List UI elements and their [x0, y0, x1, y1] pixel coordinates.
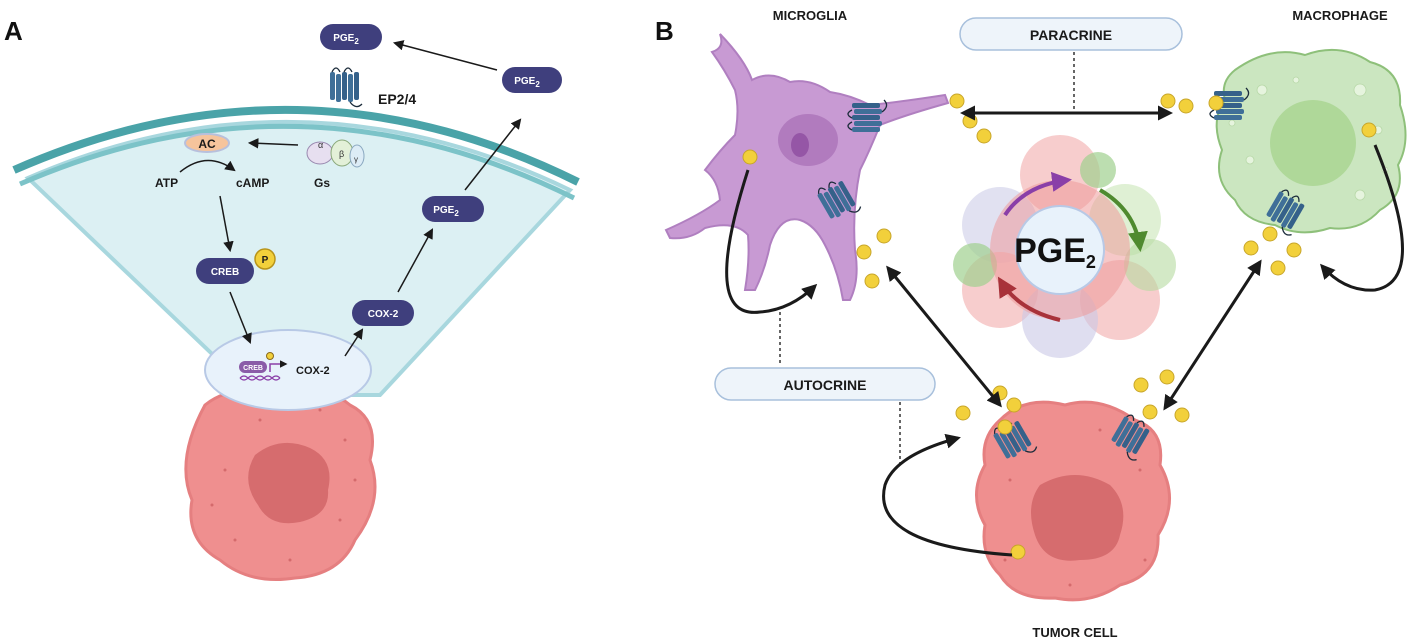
pge2-right-label: PGE2 [514, 76, 540, 89]
tumor-nucleus-b [1031, 475, 1124, 561]
camp-label: cAMP [236, 176, 269, 190]
panel-a-letter: A [4, 16, 23, 46]
g-gamma-label: γ [354, 155, 358, 164]
pge2-pill-top [320, 24, 382, 50]
g-beta-label: β [339, 149, 344, 159]
nucleus [204, 329, 372, 411]
gs-to-ac-arrow [247, 138, 299, 149]
ep2-4-receptor-icon [329, 67, 363, 108]
macrophage-vesicles [1228, 76, 1389, 201]
gs-label: Gs [314, 176, 330, 190]
cycle-arrow-red [997, 276, 1061, 322]
cox2-pill [352, 300, 414, 326]
paracrine-arrow-macrophage-tumor [1163, 259, 1262, 411]
cell-membrane-inner [19, 123, 576, 201]
gene-to-cox2-arrow [344, 328, 364, 357]
nucleus-creb-label: CREB [243, 365, 263, 372]
microglia-cell [664, 33, 950, 301]
autocrine-loop-microglia [725, 169, 818, 314]
pge2-center-circle [1015, 205, 1105, 295]
nucleus-phospho-dot [266, 352, 274, 360]
g-alpha-label: α [318, 140, 323, 150]
creb-pill [196, 258, 254, 284]
pge2-center-label: PGE2 [1014, 232, 1096, 272]
pge2-pill-right [502, 67, 562, 93]
creb-to-nucleus-arrow [229, 291, 252, 344]
phospho-label: P [262, 255, 269, 266]
pge2-mid-label: PGE2 [433, 205, 459, 218]
g-protein-icon [306, 139, 365, 168]
microglia-nucleolus [791, 133, 809, 157]
pge2-export-arrow [464, 118, 522, 191]
ac-label: AC [198, 137, 216, 151]
transcription-arrow [269, 360, 288, 372]
pge2-pill-mid [422, 196, 484, 222]
cox2-to-pge2-arrow [397, 228, 434, 293]
autocrine-label: AUTOCRINE [784, 377, 867, 393]
macrophage-title: MACROPHAGE [1292, 8, 1388, 23]
atp-label: ATP [155, 176, 178, 190]
nucleus-cox2-label: COX-2 [296, 365, 330, 377]
paracrine-arrow-microglia-tumor [886, 265, 1002, 408]
tumor-nucleus-a [248, 442, 330, 524]
panel-b-letter: B [655, 16, 674, 46]
paracrine-box [959, 17, 1183, 51]
pge2-to-receptor-arrow [392, 40, 498, 71]
pge2-top-label: PGE2 [333, 33, 359, 46]
camp-to-creb-arrow [219, 195, 234, 253]
macrophage-nucleus [1270, 100, 1356, 186]
ep-receptor-label: EP2/4 [378, 91, 416, 107]
dna-icon [239, 375, 281, 381]
cox2-label: COX-2 [368, 309, 399, 320]
cell-membrane-outer [12, 105, 580, 186]
nucleus-creb-pill [239, 361, 267, 373]
phospho-badge [254, 248, 276, 270]
autocrine-loop-macrophage [1320, 144, 1404, 292]
tumor-cell-title: TUMOR CELL [1032, 625, 1117, 640]
cycle-arrow-green [1099, 188, 1148, 252]
cycle-arrow-purple [1003, 171, 1072, 217]
ac-enzyme [184, 133, 230, 153]
tumor-dots-a [210, 408, 357, 562]
tumor-dots-b [1003, 428, 1147, 587]
microglia-title: MICROGLIA [773, 8, 848, 23]
creb-label: CREB [211, 267, 239, 278]
paracrine-label: PARACRINE [1030, 27, 1112, 43]
atp-to-camp-arrow [179, 159, 236, 173]
cytoplasm-sector [24, 119, 574, 397]
autocrine-loop-tumor [882, 433, 1013, 557]
